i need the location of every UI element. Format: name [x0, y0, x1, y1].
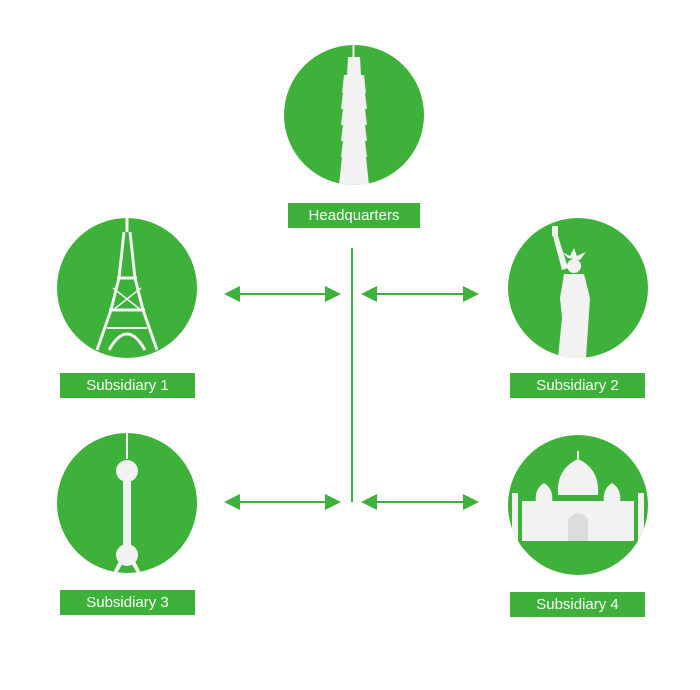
eiffel-tower-icon [95, 218, 159, 351]
taipei-101-icon [339, 45, 369, 185]
oriental-pearl-tower-icon [113, 433, 141, 573]
headquarters-label: Headquarters [288, 203, 420, 228]
subsidiary1-label: Subsidiary 1 [60, 373, 195, 398]
subsidiary1-node [57, 218, 197, 358]
subsidiary3-label: Subsidiary 3 [60, 590, 195, 615]
subsidiary2-node [508, 218, 648, 358]
subsidiary3-node [57, 433, 197, 573]
subsidiary2-label: Subsidiary 2 [510, 373, 645, 398]
statue-of-liberty-icon [552, 226, 590, 358]
subsidiary4-node [508, 435, 648, 575]
subsidiary4-label: Subsidiary 4 [510, 592, 645, 617]
headquarters-node [284, 45, 424, 185]
taj-mahal-icon [512, 451, 644, 541]
